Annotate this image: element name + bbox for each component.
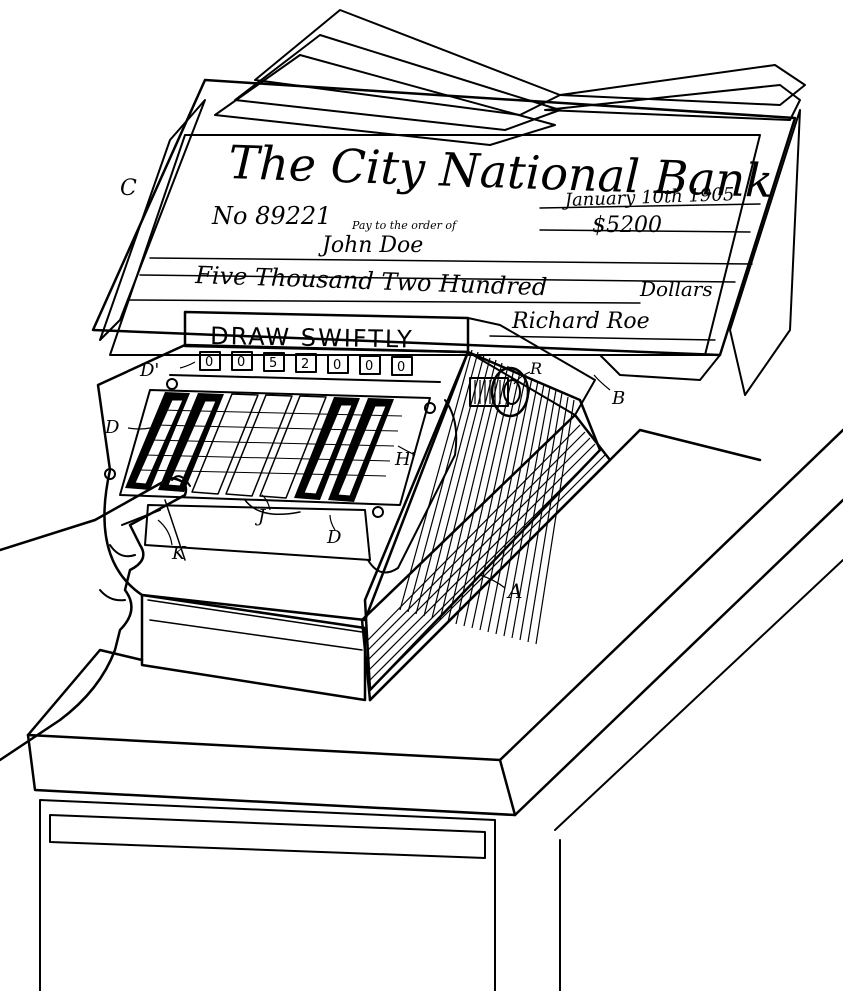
bank-check: The City National Bank January 10th 1905…: [91, 78, 797, 357]
leader-lines: [127, 361, 611, 589]
check-number: No 89221: [211, 202, 331, 230]
label-B: B: [611, 388, 625, 409]
display-digit-7: 0: [397, 360, 405, 375]
label-D-prime: D': [139, 360, 159, 381]
key-column-5[interactable]: [259, 395, 327, 499]
label-C: C: [120, 176, 137, 201]
label-R: R: [529, 359, 542, 378]
key-column-7[interactable]: [328, 398, 394, 502]
key-column-3[interactable]: [191, 393, 259, 495]
label-K: K: [171, 543, 187, 564]
display-digit-4: 2: [301, 357, 309, 372]
label-D-left: D: [104, 417, 120, 438]
cabinet: [26, 428, 843, 991]
machine-body: DRAW SWIFTLY: [96, 310, 612, 702]
key-column-2[interactable]: [158, 393, 224, 492]
display-digit-6: 0: [365, 359, 373, 374]
pay-to-order: Pay to the order of: [351, 219, 458, 232]
key-column-4[interactable]: [225, 394, 293, 497]
signature: Richard Roe: [511, 309, 650, 334]
amount-display: 0 0 5 2 0 0 0: [199, 351, 413, 376]
display-digit-2: 0: [237, 355, 245, 370]
hand: [0, 475, 191, 762]
display-digit-5: 0: [333, 358, 341, 373]
label-J: J: [254, 506, 267, 527]
label-D-bottom: D: [326, 527, 342, 548]
digit-keyboard: [104, 378, 436, 518]
crank-knob[interactable]: [469, 366, 530, 418]
amount-words: Five Thousand Two Hundred: [194, 261, 548, 301]
amount-numeric: $5200: [592, 213, 662, 238]
payee-name: John Doe: [318, 233, 423, 258]
reference-labels: C D' D D R B H' J K A: [104, 176, 625, 603]
label-H-prime: H': [394, 449, 416, 470]
display-digit-1: 0: [205, 355, 213, 370]
check-stack: [99, 9, 806, 396]
display-digit-3: 5: [269, 356, 277, 371]
label-A: A: [506, 579, 522, 603]
